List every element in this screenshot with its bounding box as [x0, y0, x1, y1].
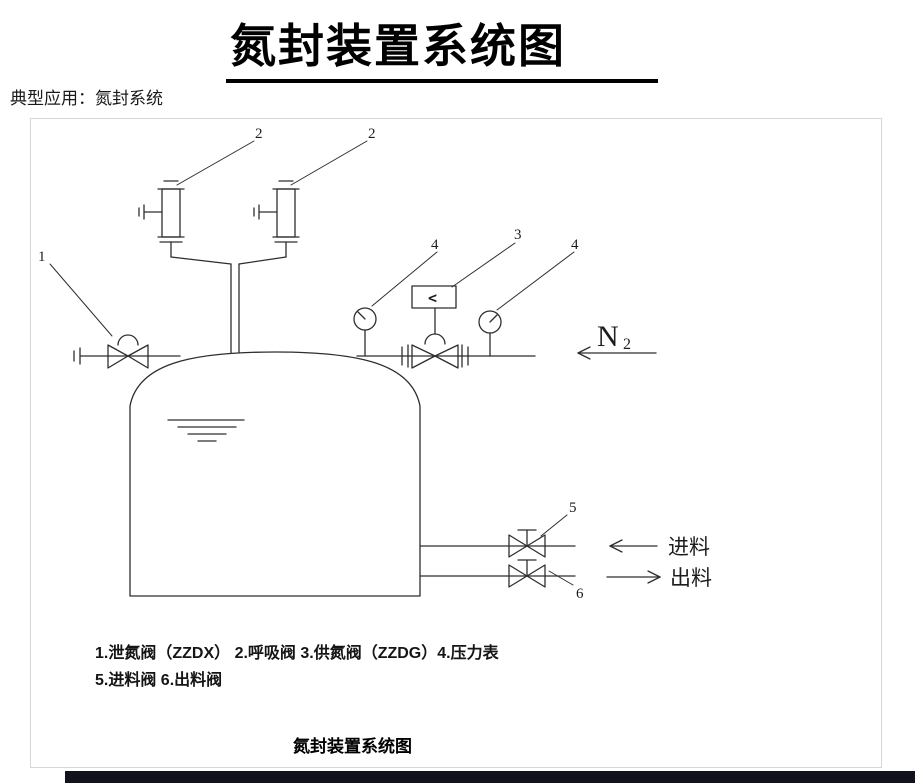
- relief-valve: [73, 334, 181, 369]
- leader-lines: [49, 140, 575, 586]
- n2-arrow: [577, 346, 657, 360]
- subtitle: 典型应用：氮封系统: [10, 89, 163, 108]
- breather-valve-right: [253, 180, 300, 258]
- diagram-caption: 氮封装置系统图: [293, 737, 412, 756]
- page-title: 氮封装置系统图: [226, 10, 658, 83]
- legend-line-2: 5.进料阀 6.出料阀: [95, 672, 223, 689]
- pilot-box: [411, 285, 457, 309]
- diagram-frame: [30, 118, 882, 768]
- regulator-symbol: <: [428, 289, 437, 307]
- legend: 1.泄氮阀（ZZDX） 2.呼吸阀 3.供氮阀（ZZDG）4.压力表 5.进料阀…: [95, 640, 499, 694]
- discharge-label: 出料: [670, 566, 712, 590]
- feed-label: 进料: [668, 535, 710, 559]
- page-title-text: 氮封装置系统图: [226, 10, 658, 83]
- label-supply-valve: 3: [514, 227, 522, 243]
- label-breather-left: 2: [255, 126, 263, 142]
- storage-tank: [129, 351, 421, 597]
- label-gauge-right: 4: [571, 237, 579, 253]
- label-discharge-valve: 6: [576, 586, 584, 602]
- feed-valve: [508, 529, 546, 558]
- discharge-valve: [508, 559, 546, 588]
- feed-arrow: [609, 539, 658, 553]
- label-valve-1: 1: [38, 249, 46, 265]
- label-breather-right: 2: [368, 126, 376, 142]
- pressure-gauge-left: [353, 307, 377, 357]
- bottom-bar: [65, 771, 915, 783]
- legend-line-1: 1.泄氮阀（ZZDX） 2.呼吸阀 3.供氮阀（ZZDG）4.压力表: [95, 645, 499, 662]
- n2-subscript: 2: [623, 336, 631, 353]
- breather-valve-left: [138, 180, 185, 258]
- label-gauge-left: 4: [431, 237, 439, 253]
- liquid-level-marks: [167, 419, 245, 442]
- supply-valve: [401, 307, 469, 369]
- n2-label: N: [597, 320, 619, 353]
- pressure-gauge-right: [478, 310, 502, 357]
- label-feed-valve: 5: [569, 500, 577, 516]
- discharge-arrow: [606, 570, 661, 584]
- breather-manifold-pipe: [170, 256, 287, 354]
